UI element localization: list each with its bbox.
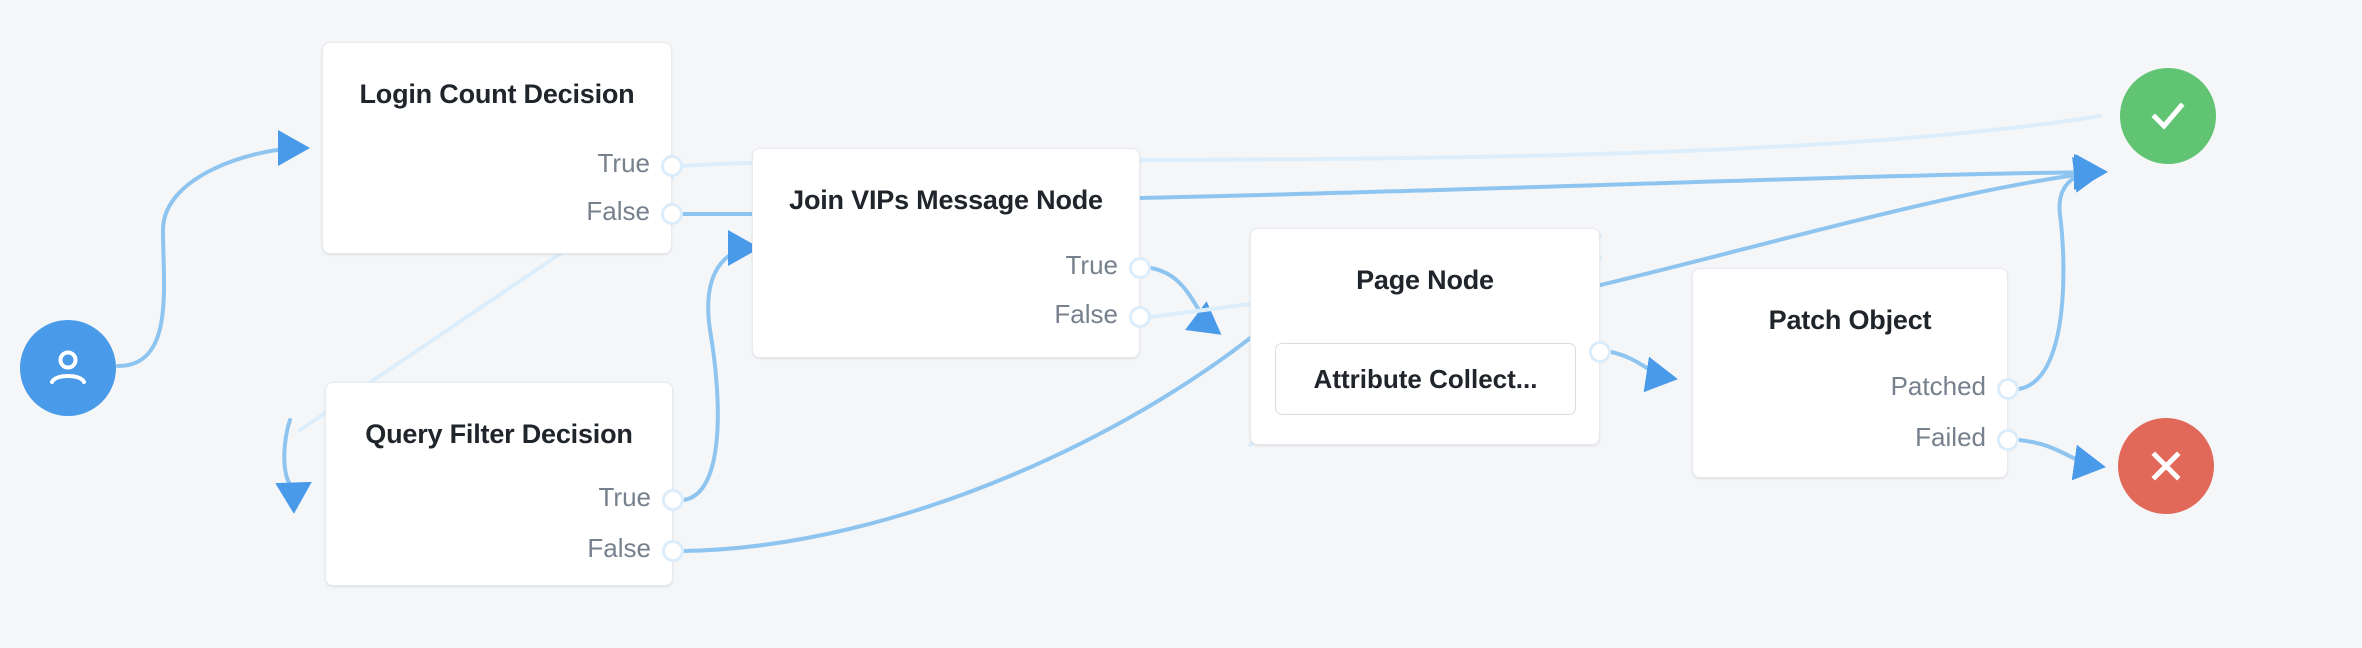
close-icon — [2151, 451, 2181, 481]
edge-start-to-query-filter[interactable] — [275, 418, 312, 514]
node-join-vips-message-port-true-label: True — [1065, 250, 1119, 280]
edge-patched-to-success[interactable] — [2017, 154, 2106, 391]
node-join-vips-message[interactable]: Join VIPs Message Node — [752, 148, 1140, 358]
edge-join-vips-to-success[interactable] — [1138, 154, 2108, 200]
node-login-count-decision-port-false-label: False — [586, 196, 650, 226]
failure-end-node[interactable] — [2118, 418, 2214, 514]
success-end-node[interactable] — [2120, 68, 2216, 164]
node-join-vips-message-port-false[interactable] — [1129, 306, 1151, 328]
node-patch-object-port-failed-label: Failed — [1915, 422, 1986, 452]
node-title: Join VIPs Message Node — [789, 185, 1103, 215]
node-login-count-decision-port-false[interactable] — [661, 203, 683, 225]
edge-join-true-to-page[interactable] — [1149, 266, 1222, 335]
node-title: Page Node — [1356, 265, 1494, 295]
node-query-filter-decision[interactable]: Query Filter Decision — [325, 382, 673, 586]
check-icon — [2151, 102, 2185, 130]
node-query-filter-decision-port-true-label: True — [598, 482, 652, 512]
node-title: Query Filter Decision — [365, 419, 633, 449]
edge-query-true-to-join-vips[interactable] — [681, 230, 760, 502]
node-patch-object-port-patched[interactable] — [1997, 378, 2019, 400]
edge-page-to-patch[interactable] — [1609, 350, 1678, 393]
node-patch-object-port-failed[interactable] — [1997, 429, 2019, 451]
node-join-vips-message-port-true[interactable] — [1129, 257, 1151, 279]
edge-failed-to-failure[interactable] — [2017, 438, 2106, 481]
node-query-filter-decision-port-false-label: False — [587, 533, 651, 563]
edge-start-to-login-count[interactable] — [116, 130, 310, 368]
node-title: Login Count Decision — [359, 79, 635, 109]
node-title: Patch Object — [1768, 305, 1932, 335]
node-patch-object[interactable]: Patch Object — [1692, 268, 2008, 478]
start-node[interactable] — [20, 320, 116, 416]
node-login-count-decision-port-true-label: True — [597, 148, 651, 178]
node-login-count-decision-port-true[interactable] — [661, 155, 683, 177]
user-icon — [50, 350, 86, 384]
node-patch-object-port-patched-label: Patched — [1890, 371, 1986, 401]
node-query-filter-decision-port-true[interactable] — [662, 489, 684, 511]
node-page-port-out[interactable] — [1589, 341, 1611, 363]
node-join-vips-message-port-false-label: False — [1054, 299, 1118, 329]
node-login-count-decision[interactable]: Login Count Decision — [322, 42, 672, 254]
attribute-collector-subnode[interactable]: Attribute Collect... — [1275, 343, 1576, 415]
node-query-filter-decision-port-false[interactable] — [662, 540, 684, 562]
